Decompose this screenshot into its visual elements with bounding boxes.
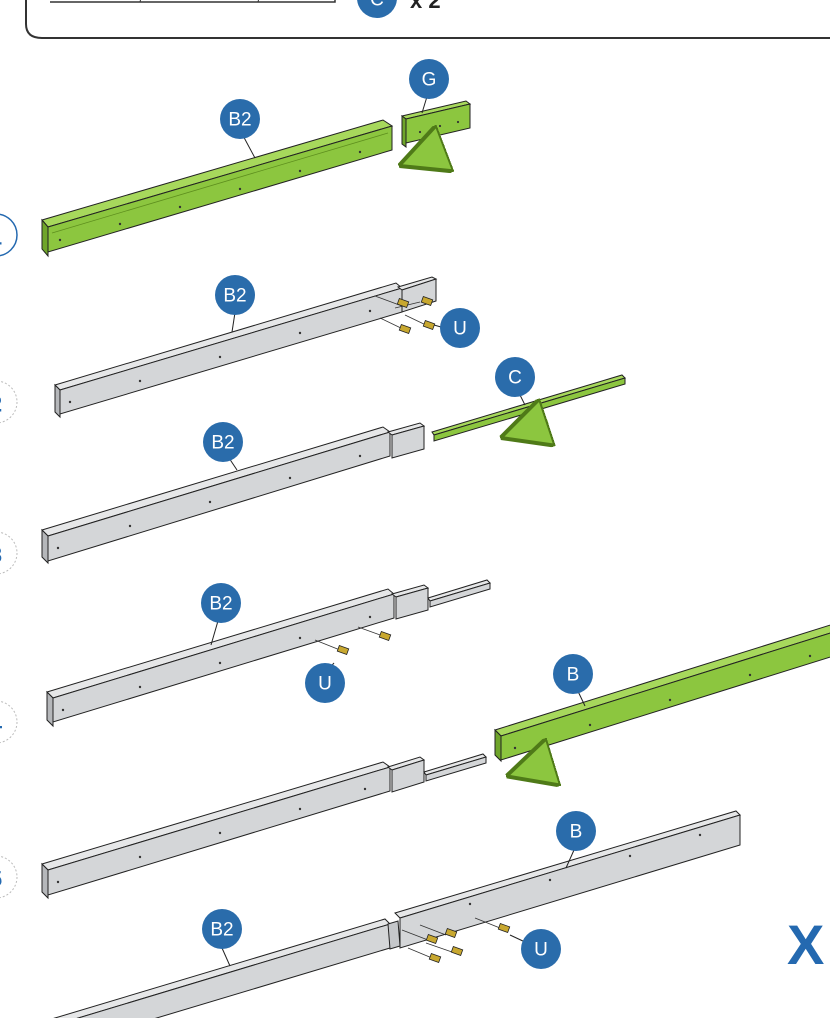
bolts-u-step2 — [374, 295, 436, 335]
part-g-grey-step5a — [386, 756, 426, 793]
insert-arrow — [422, 149, 443, 157]
svg-text:U: U — [318, 674, 332, 695]
step-marker-1: 1 — [0, 213, 18, 257]
bolts-u-step4 — [314, 626, 392, 656]
svg-text:C: C — [508, 368, 522, 389]
rail-c-grey-step5a — [423, 753, 487, 782]
header-quantity: x 2 — [410, 0, 441, 13]
bolts-u-step5 — [401, 917, 511, 964]
callout-u-step4: U — [305, 663, 345, 703]
beam-b2-green — [41, 119, 394, 258]
step-4: B2 U B — [46, 579, 830, 769]
callout-u-step5: U — [521, 929, 561, 969]
insert-arrow-c — [524, 422, 548, 430]
svg-text:B: B — [570, 822, 583, 843]
svg-text:U: U — [453, 319, 467, 340]
beam-b2-grey-step5a — [41, 761, 392, 900]
callout-b2-step1: B2 — [220, 99, 260, 139]
corner-x-mark: X — [787, 913, 824, 976]
svg-text:5: 5 — [0, 867, 2, 892]
svg-text:1: 1 — [0, 225, 2, 250]
svg-text:4: 4 — [0, 712, 3, 737]
step-marker-3: 3 — [0, 531, 18, 575]
step-3: C B2 — [41, 357, 626, 565]
insert-arrow-b — [530, 762, 553, 769]
step-marker-5: 5 — [0, 855, 18, 899]
svg-text:U: U — [534, 940, 548, 961]
beam-b2-grey-step3 — [41, 426, 392, 565]
part-g-green — [400, 100, 472, 148]
beam-b-green — [494, 624, 830, 763]
callout-g-step1: G — [409, 59, 449, 99]
step-markers: 1 2 3 4 5 — [0, 213, 18, 899]
step-marker-2: 2 — [0, 380, 18, 424]
step-2: B2 U — [54, 275, 480, 419]
parts-list-box: C x 2 — [25, 0, 830, 39]
svg-text:B2: B2 — [228, 110, 251, 131]
step-5: B B2 U — [41, 753, 741, 1018]
callout-b2-step4: B2 — [201, 583, 241, 623]
svg-text:B2: B2 — [210, 920, 233, 941]
callout-b-step4: B — [553, 654, 593, 694]
callout-b2-step5: B2 — [202, 909, 242, 949]
callout-b-step5: B — [556, 811, 596, 851]
svg-text:3: 3 — [0, 543, 2, 568]
beam-b2-grey-step5b — [53, 918, 401, 1018]
callout-u-step2: U — [440, 308, 480, 348]
callout-b2-step3: B2 — [203, 422, 243, 462]
svg-text:B2: B2 — [211, 433, 234, 454]
header-callout-c: C — [357, 0, 397, 18]
svg-text:2: 2 — [0, 392, 2, 417]
part-g-grey-step3 — [386, 422, 426, 459]
callout-b2-step2: B2 — [215, 275, 255, 315]
svg-text:B: B — [567, 665, 580, 686]
svg-text:G: G — [422, 70, 437, 91]
rail-c-grey-step4 — [427, 579, 491, 608]
svg-text:B2: B2 — [223, 286, 246, 307]
callout-c-step3: C — [495, 357, 535, 397]
header-callout-label: C — [370, 0, 384, 11]
svg-text:B2: B2 — [209, 594, 232, 615]
step-marker-4: 4 — [0, 700, 18, 744]
step-1: B2 G — [41, 59, 472, 258]
part-g-grey-step4 — [390, 584, 430, 620]
